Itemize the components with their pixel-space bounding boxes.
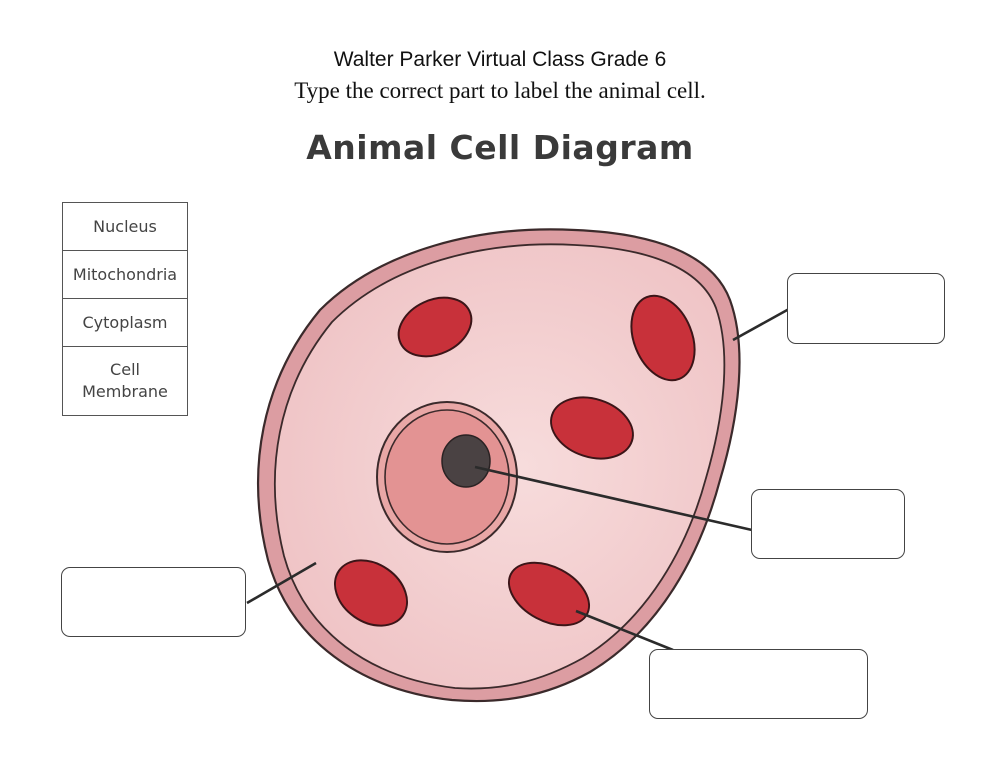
cell-membrane-answer-input[interactable]: [787, 273, 945, 344]
word-bank-item-mitochondria: Mitochondria: [63, 251, 187, 299]
worksheet-instructions: Type the correct part to label the anima…: [294, 78, 706, 103]
pointer-line-membrane: [732, 307, 790, 342]
worksheet-header-line1: Walter Parker Virtual Class Grade 6: [333, 48, 667, 71]
word-bank-item-cell-membrane: Cell Membrane: [63, 347, 187, 416]
pointer-line-nucleus: [474, 465, 753, 532]
word-bank-table: Nucleus Mitochondria Cytoplasm Cell Memb…: [62, 202, 188, 416]
word-bank-item-cytoplasm: Cytoplasm: [63, 299, 187, 347]
pointer-line-cytoplasm: [246, 561, 317, 605]
pointer-line-mitochondria: [575, 609, 674, 652]
mitochondria-answer-input[interactable]: [649, 649, 868, 719]
mitochondrion: [630, 294, 696, 382]
mitochondrion: [333, 559, 409, 627]
mitochondrion: [397, 296, 473, 358]
nucleolus: [441, 434, 491, 488]
mitochondrion: [550, 396, 634, 460]
word-bank-item-nucleus: Nucleus: [63, 203, 187, 251]
nucleus-answer-input[interactable]: [751, 489, 905, 559]
diagram-title: Animal Cell Diagram: [306, 128, 694, 167]
cytoplasm-answer-input[interactable]: [61, 567, 246, 637]
